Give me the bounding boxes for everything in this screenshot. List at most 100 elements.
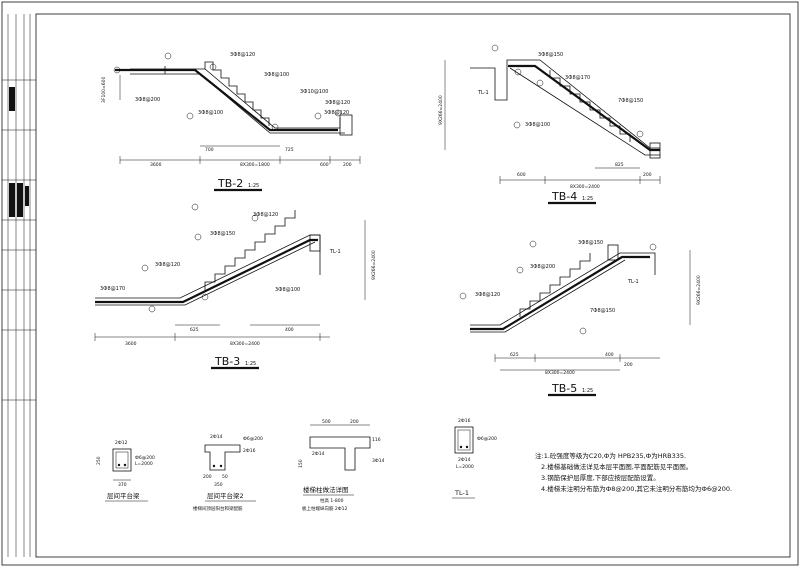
tb3-label-2: 3Ф8@150	[210, 231, 235, 237]
detail3-label-1: 116	[372, 437, 381, 443]
tb2-title: TB-2	[217, 177, 243, 190]
tb3-label-6: TL-1	[329, 249, 341, 255]
detail2-dim-3: 350	[214, 482, 223, 488]
detail3-dim-1: 500	[322, 419, 331, 425]
title-block	[2, 14, 36, 557]
tb3-beam-section	[309, 234, 321, 252]
tb3-dim-vertical: 9X266=2400	[371, 250, 377, 280]
tb3-label-4: 3Ф8@170	[100, 286, 125, 292]
detail-column: 500 200 116 3Ф14 2Ф14 150 楼梯柱做法详图 柱高 1-8…	[298, 419, 385, 512]
detail3-sub2: 板上柱端纵向筋 2Ф12	[302, 505, 348, 512]
detail2-title: 层间平台梁2	[207, 491, 244, 500]
tb4-label-4: 3Ф8@100	[525, 122, 550, 128]
general-notes: 注:1.砼强度等级为C20,Ф为 HPB235,Ф为HRB335. 2.楼梯基础…	[535, 451, 732, 493]
detail2-note: 楼梯间顶层阳台和梁配筋	[193, 505, 243, 512]
tb2-label-7: 3Ф8@120	[324, 110, 349, 116]
title-block-mark-3	[17, 183, 23, 217]
tb2-dim-2: 8X300=1800	[240, 162, 270, 168]
tb5-label-3: 3Ф8@120	[475, 292, 500, 298]
tb5-dim-2: 8X300=2400	[545, 370, 575, 376]
detail1-dim-width: 370	[118, 482, 127, 488]
tb2-dim-vertical: 3F100=600	[101, 76, 107, 103]
note-line-2: 2.楼梯基础做法详见本层平面图,平面配筋见平面图。	[541, 462, 692, 471]
tb5-label-5: TL-1	[627, 279, 639, 285]
note-line-3: 3.钢筋保护层厚度,下部应按层配筋设置。	[541, 473, 660, 482]
detail2-label-stirrup: Ф6@200	[243, 436, 263, 442]
tb2-label-4: 3Ф8@100	[264, 72, 289, 78]
tb4-dim-vertical: 9X266=2400	[438, 95, 444, 125]
tb5-label-1: 3Ф8@150	[578, 240, 603, 246]
tb2-dim-6: 200	[343, 162, 352, 168]
tb3-label-1: 3Ф8@120	[253, 212, 278, 218]
stair-tb2: 3F100=600 3600 8X300=1800 700 725 600 20…	[101, 52, 361, 192]
detail1-label-top: 2Ф12	[115, 440, 128, 446]
title-block-mark-1	[9, 87, 15, 111]
detail4-label-mid: Ф6@200	[477, 436, 497, 442]
detail4-label-top: 2Ф16	[458, 418, 471, 424]
tb3-dim-3: 625	[190, 327, 199, 333]
detail1-label-len: L=2000	[135, 461, 153, 467]
title-block-mark-4	[25, 186, 29, 206]
tb3-title: TB-3	[214, 355, 240, 368]
tb5-dim-1: 625	[510, 352, 519, 358]
tb2-label-2: 3Ф8@200	[135, 97, 160, 103]
tb3-dim-4: 400	[285, 327, 294, 333]
inner-border	[35, 13, 791, 558]
tb3-dim-2: 8X300=2400	[230, 341, 260, 347]
tb3-label-3: 3Ф8@120	[155, 262, 180, 268]
tb4-label-1: 3Ф8@150	[538, 52, 563, 58]
tb2-dim-3: 700	[205, 147, 214, 153]
detail4-label-bottom: 2Ф14	[458, 457, 471, 463]
tb4-title: TB-4	[551, 190, 577, 203]
detail3-title: 楼梯柱做法详图	[303, 485, 349, 494]
tb5-scale: 1:25	[582, 388, 593, 394]
detail3-dim-2: 200	[350, 419, 359, 425]
tb5-dim-3: 400	[605, 352, 614, 358]
detail-tl1: 2Ф16 Ф6@200 2Ф14 L=2000 TL-1	[452, 418, 497, 499]
note-line-1: 注:1.砼强度等级为C20,Ф为 HPB235,Ф为HRB335.	[535, 451, 686, 460]
detail2-label-side: 2Ф16	[243, 448, 256, 454]
tb5-dim-4: 200	[624, 362, 633, 368]
tb2-label-1: 3Ф8@120	[230, 52, 255, 58]
tb2-dim-5: 600	[320, 162, 329, 168]
tb2-dim-1: 3600	[150, 162, 162, 168]
tb4-dim-1: 600	[517, 172, 526, 178]
detail2-label-top: 2Ф14	[210, 434, 223, 440]
tb2-dim-4: 725	[285, 147, 294, 153]
title-block-mark-2	[9, 183, 15, 217]
tb5-label-2: 3Ф8@200	[530, 264, 555, 270]
detail3-label-2: 3Ф14	[372, 458, 385, 464]
tb5-title: TB-5	[551, 382, 577, 395]
tb4-scale: 1:25	[582, 196, 593, 202]
detail4-title: TL-1	[454, 489, 469, 497]
tb2-scale: 1:25	[248, 183, 259, 189]
tb4-dim-3: 825	[615, 162, 624, 168]
tb4-beam-section	[649, 142, 661, 159]
tb5-label-4: 7Ф8@150	[590, 308, 615, 314]
tb2-beam-section	[339, 114, 353, 136]
detail1-title: 层间平台梁	[107, 491, 140, 500]
tb2-label-5: 3Ф10@100	[300, 89, 328, 95]
detail1-dim-height: 250	[96, 456, 102, 465]
tb4-dim-4: 200	[643, 172, 652, 178]
detail2-dim-1: 200	[203, 474, 212, 480]
tb4-label-3: 7Ф8@150	[618, 98, 643, 104]
tb3-dim-1: 3600	[125, 341, 137, 347]
stair-tb5: 9X266=2400 625 8X300=2400 400 200 3Ф8@15…	[459, 240, 702, 397]
tb2-label-6: 3Ф8@120	[325, 100, 350, 106]
stair-tb3: 9X266=2400 3600 8X300=2400 625 400 3Ф8@1…	[94, 203, 377, 370]
detail-platform-beam-2: 2Ф14 Ф6@200 2Ф16 200 50 350 层间平台梁2 楼梯间顶层…	[193, 434, 263, 512]
tb4-label-2: 3Ф8@170	[565, 75, 590, 81]
tb4-label-5: TL-1	[477, 90, 489, 96]
tb3-label-5: 3Ф8@100	[275, 287, 300, 293]
stair-tb4: 9X266=2400 600 8X300=2400 825 200 3Ф8@15…	[438, 44, 661, 205]
tb3-scale: 1:25	[245, 361, 256, 367]
detail3-sub1: 柱高 1-800	[320, 497, 344, 504]
tb2-label-3: 3Ф8@100	[198, 110, 223, 116]
tb4-dim-2: 8X300=2400	[570, 184, 600, 190]
tb5-dim-vertical: 9X266=2400	[696, 275, 702, 305]
note-line-4: 4.楼梯未注明分布筋为Ф8@200,其它未注明分布筋均为Ф6@200.	[541, 484, 732, 493]
